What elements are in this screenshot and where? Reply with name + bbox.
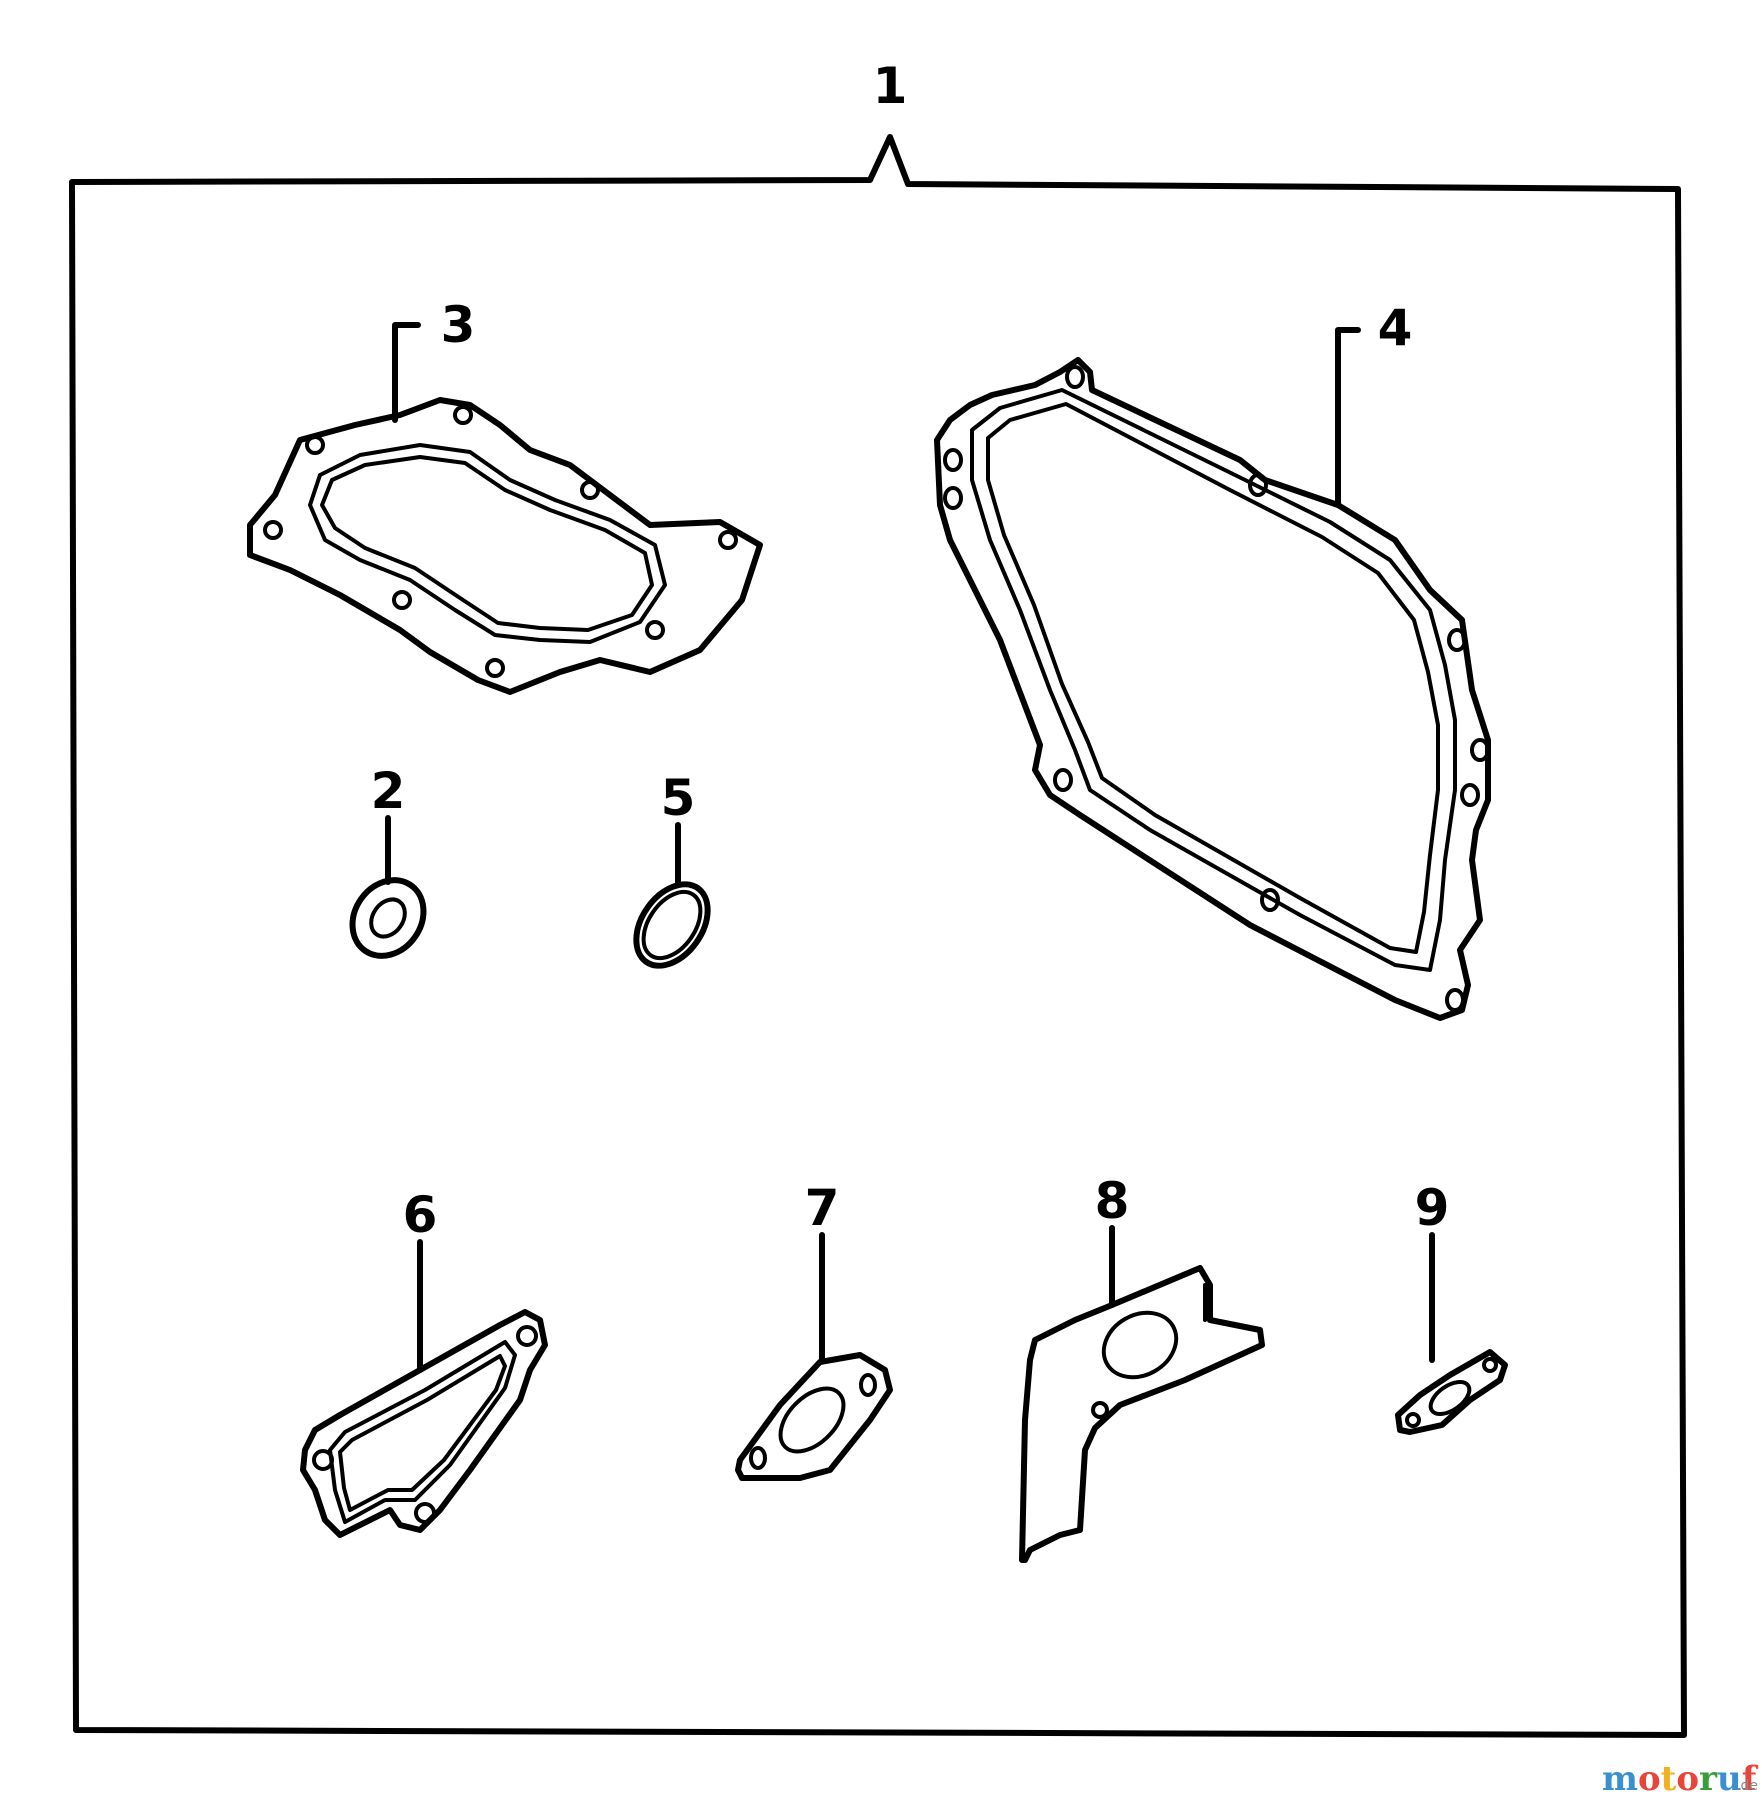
intake-gasket-7: 7 <box>735 1179 893 1481</box>
small-gasket-9: 9 <box>1395 1179 1508 1435</box>
washer-2: 2 <box>349 762 427 959</box>
o-ring-5: 5 <box>633 769 711 969</box>
svg-text:motoruf: motoruf <box>1602 1759 1759 1799</box>
callout-1: 1 <box>873 57 908 115</box>
callout-9: 9 <box>1415 1179 1450 1237</box>
breather-gasket-6: 6 <box>300 1186 548 1538</box>
carburetor-gasket-8: 8 <box>1019 1172 1265 1563</box>
callout-8: 8 <box>1095 1172 1130 1230</box>
head-gasket-3: 3 <box>247 296 763 695</box>
wm-m: m <box>1602 1759 1638 1799</box>
watermark-suffix: .de <box>1736 1778 1758 1794</box>
callout-3: 3 <box>441 296 476 354</box>
callout-7: 7 <box>805 1179 840 1237</box>
watermark-logo: motoruf .de <box>1602 1759 1759 1799</box>
callout-6: 6 <box>403 1186 438 1244</box>
crankcase-gasket-4: 4 <box>934 299 1491 1021</box>
callout-2: 2 <box>371 762 406 820</box>
callout-4: 4 <box>1378 299 1413 357</box>
callout-5: 5 <box>661 769 696 827</box>
kit-bracket-1: 1 <box>69 57 1687 1738</box>
